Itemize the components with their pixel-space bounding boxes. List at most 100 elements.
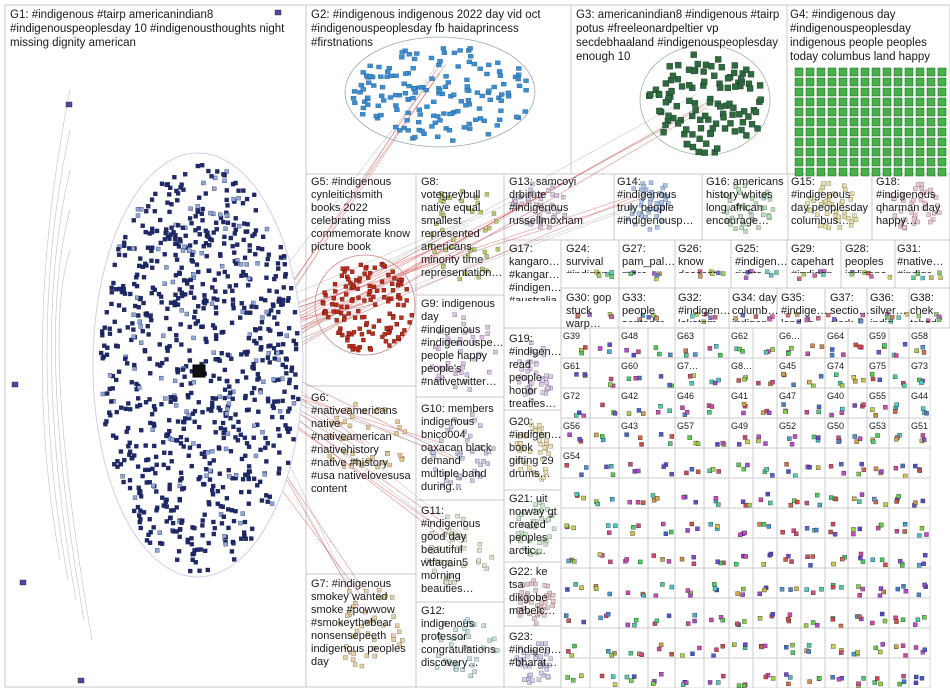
- small-group-node: [858, 555, 863, 561]
- g1-node: [153, 454, 159, 460]
- small-group-node: [577, 436, 582, 442]
- g1-node: [260, 358, 265, 363]
- cluster-node: [382, 407, 388, 412]
- cluster-node: [527, 524, 532, 529]
- g1-node: [138, 517, 143, 522]
- cluster-node: [537, 500, 542, 505]
- cluster-node: [538, 663, 543, 668]
- g1-node: [176, 223, 181, 228]
- cluster-node: [633, 222, 638, 227]
- g1-node: [252, 397, 257, 403]
- g3-node: [724, 84, 732, 92]
- cluster-node: [823, 198, 829, 204]
- g1-node: [150, 265, 155, 270]
- g1-node: [139, 340, 144, 345]
- small-group-node: [667, 408, 672, 413]
- small-group-panel: [888, 597, 910, 629]
- cluster-node: [537, 212, 542, 218]
- g1-node: [175, 368, 181, 373]
- g5-node: [381, 263, 386, 268]
- small-group-node: [814, 527, 819, 533]
- g1-node: [242, 255, 248, 260]
- g1-node: [192, 525, 197, 531]
- g1-node: [276, 266, 281, 271]
- small-group-node: [791, 382, 796, 387]
- g1-node: [240, 477, 246, 482]
- g1-node: [253, 228, 259, 233]
- g2-node: [464, 84, 470, 89]
- cluster-node: [429, 561, 434, 566]
- g1-node: [170, 520, 176, 526]
- small-group-node: [830, 521, 836, 527]
- g1-node: [276, 471, 281, 476]
- g4-node: [849, 167, 859, 177]
- isolated-node: [65, 101, 73, 108]
- g1-node: [221, 241, 227, 246]
- g1-node: [152, 209, 157, 214]
- cluster-node: [749, 213, 754, 219]
- cluster-node: [899, 220, 904, 225]
- g1-node: [164, 315, 169, 321]
- small-group-node: [920, 406, 926, 411]
- g2-node: [485, 132, 492, 137]
- cluster-node: [562, 213, 567, 218]
- g1-node: [135, 207, 141, 212]
- g1-node: [203, 359, 209, 364]
- g1-node: [239, 352, 244, 357]
- small-group-panel: [589, 327, 620, 359]
- g1-node: [261, 379, 266, 384]
- small-group-label: G55: [869, 391, 886, 401]
- g1-node: [276, 427, 281, 432]
- small-group-panel: [847, 357, 868, 389]
- g3-node: [729, 111, 736, 118]
- g1-node: [247, 332, 253, 337]
- cluster-node: [464, 419, 469, 425]
- cluster-node: [474, 195, 479, 200]
- g5-node: [404, 298, 409, 303]
- cluster-node: [433, 344, 438, 349]
- g2-node: [378, 74, 384, 79]
- small-group-node: [894, 437, 899, 442]
- g1-node: [280, 297, 286, 303]
- small-group-node: [807, 379, 812, 385]
- small-group-label: G8…: [731, 361, 752, 371]
- cluster-node: [766, 214, 772, 219]
- g1-node: [277, 409, 283, 414]
- g1-node: [192, 315, 197, 320]
- g1-node: [200, 206, 205, 212]
- g1-node: [175, 296, 181, 301]
- cluster-node: [472, 247, 477, 252]
- cluster-node: [510, 202, 515, 207]
- small-group-node: [658, 432, 664, 437]
- cluster-node: [451, 636, 456, 642]
- cluster-node: [902, 217, 908, 222]
- cluster-node: [527, 538, 532, 544]
- g1-node: [212, 325, 218, 331]
- g1-node: [258, 296, 264, 301]
- small-node: [869, 274, 874, 279]
- g3-node: [711, 72, 718, 79]
- g3-node: [674, 75, 682, 83]
- small-group-node: [680, 653, 685, 658]
- g2-node: [432, 120, 438, 125]
- g1-node: [221, 172, 226, 177]
- small-group-node: [894, 619, 899, 624]
- g1-node: [135, 464, 141, 469]
- g5-node: [374, 288, 380, 293]
- small-group-node: [873, 413, 878, 418]
- small-group-node: [715, 524, 720, 529]
- small-node: [605, 272, 610, 277]
- small-group-node: [607, 342, 612, 347]
- g1-node: [283, 423, 288, 428]
- small-group-node: [709, 404, 715, 409]
- g1-node: [180, 486, 185, 492]
- g4-node: [838, 147, 848, 157]
- g1-node: [164, 227, 169, 232]
- g5-node: [382, 332, 387, 337]
- group-panel: [503, 625, 562, 688]
- g1-node: [99, 350, 104, 356]
- group-panel: [305, 385, 417, 575]
- cluster-node: [542, 445, 548, 450]
- g2-node: [494, 123, 500, 128]
- g1-node: [235, 242, 240, 247]
